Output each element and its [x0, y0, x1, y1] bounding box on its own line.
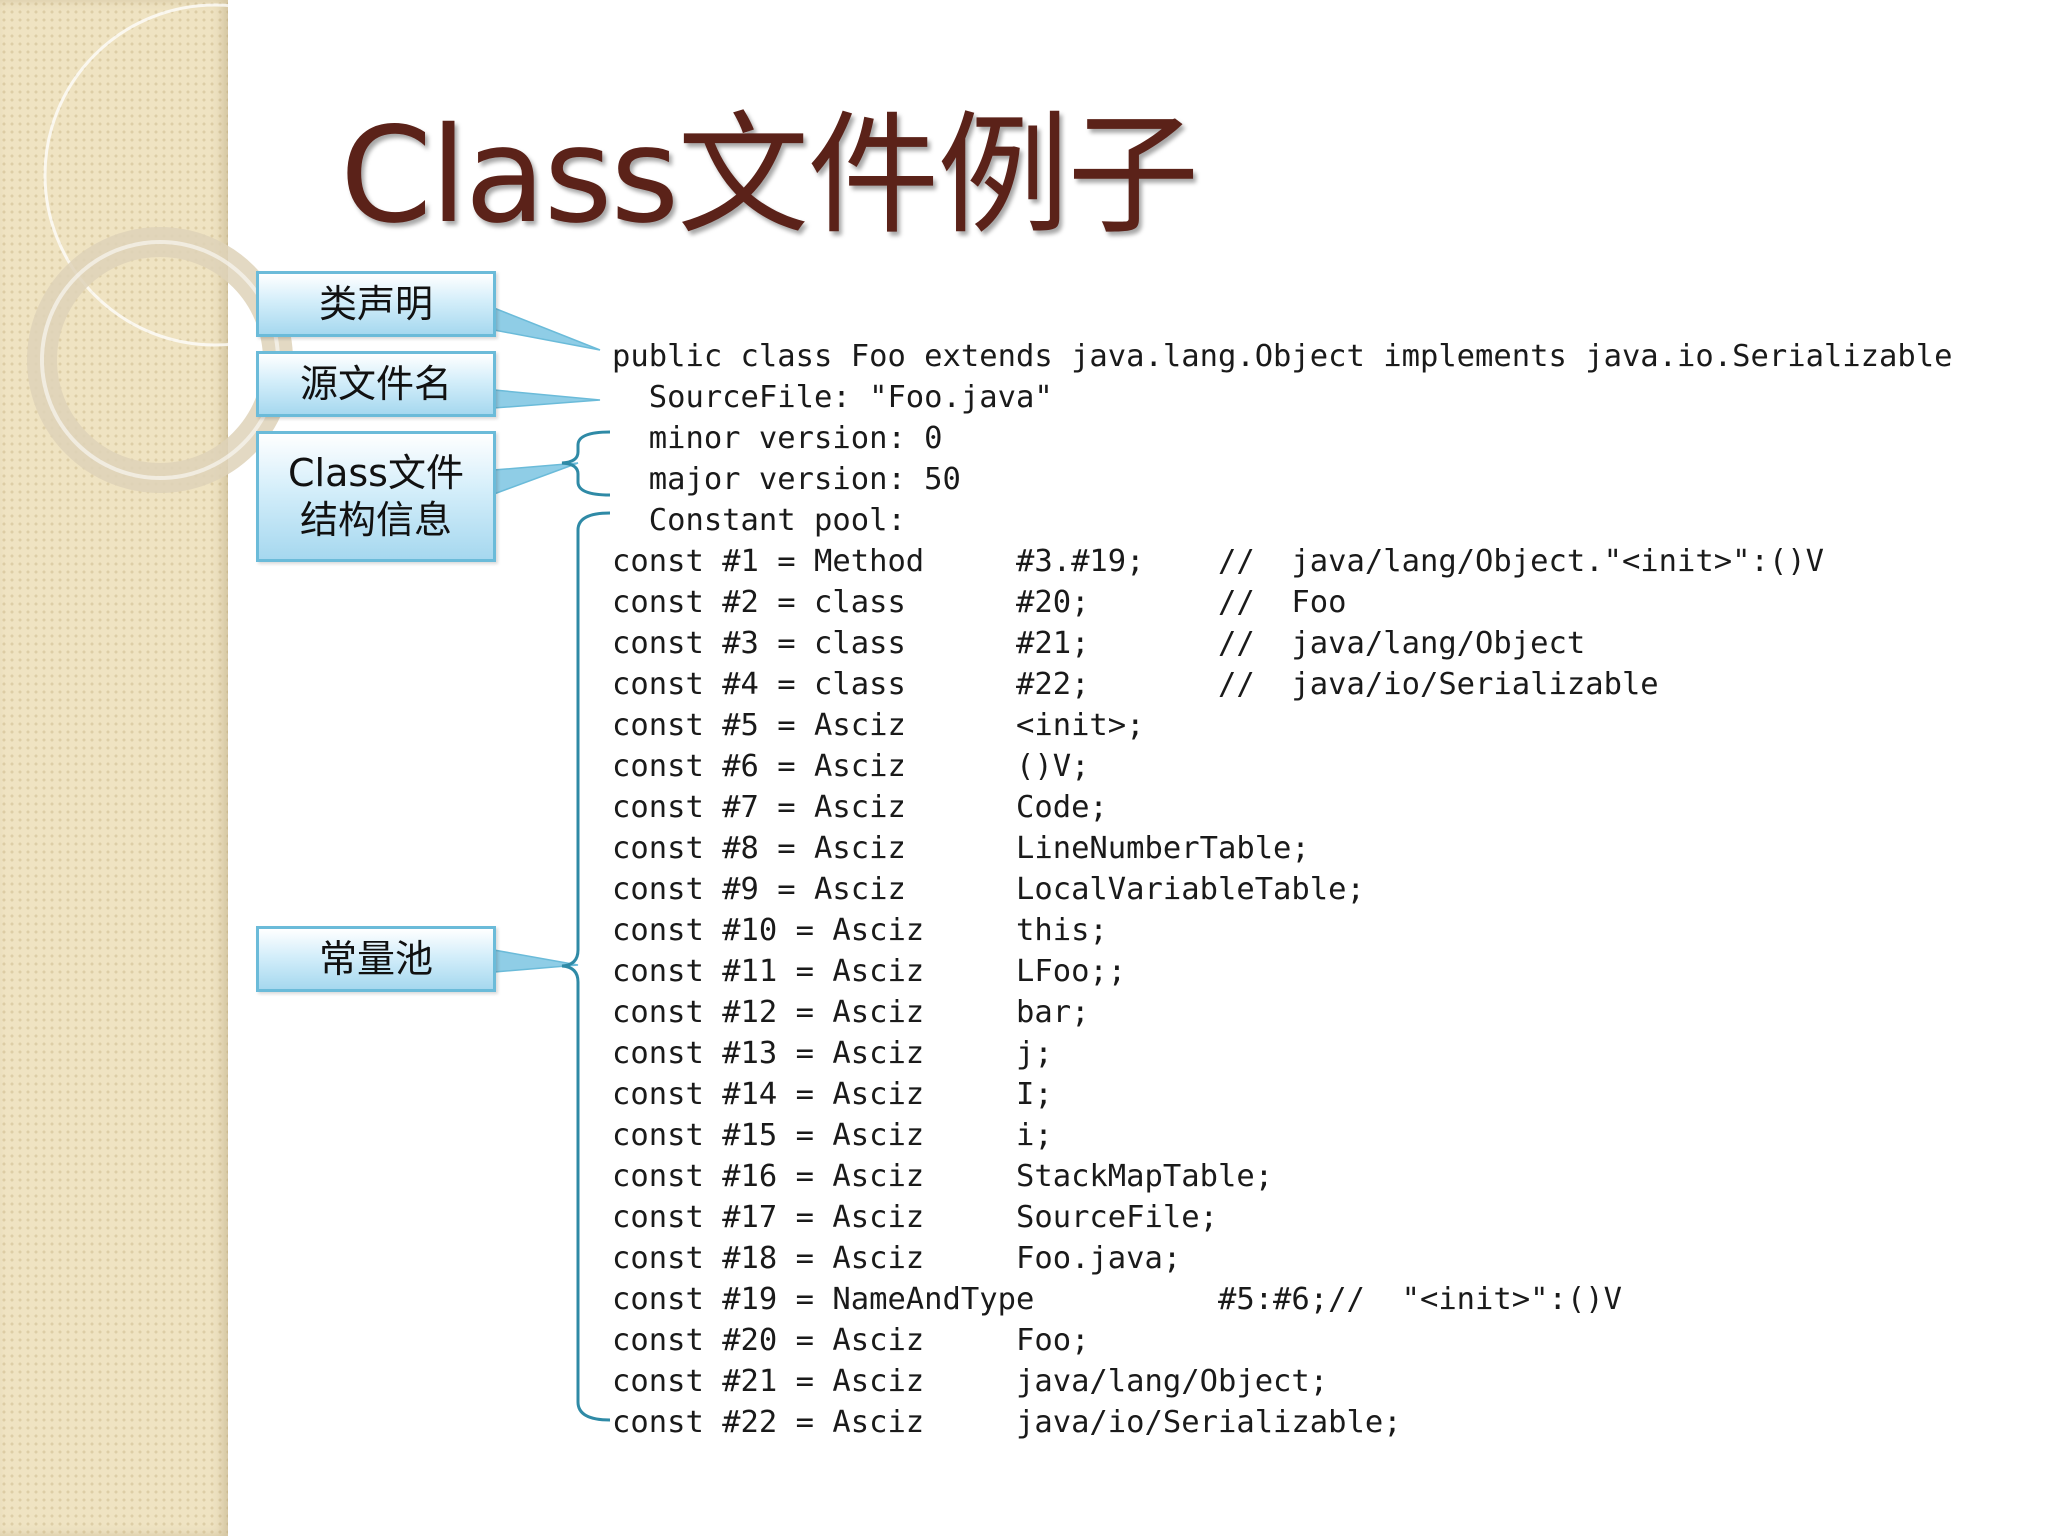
bracket-constant-pool — [561, 511, 611, 1422]
code-line: const #21 = Asciz java/lang/Object; — [612, 1364, 1329, 1399]
code-line: const #20 = Asciz Foo; — [612, 1323, 1090, 1358]
callout-pointer-constant-pool — [493, 949, 579, 973]
code-line: const #7 = Asciz Code; — [612, 790, 1108, 825]
label-constant-pool: 常量池 — [256, 926, 496, 992]
code-line: const #14 = Asciz I; — [612, 1077, 1053, 1112]
code-line: const #3 = class #21; // java/lang/Objec… — [612, 626, 1586, 661]
label-constant-pool-text: 常量池 — [318, 936, 433, 981]
code-line: const #2 = class #20; // Foo — [612, 585, 1347, 620]
code-line: const #9 = Asciz LocalVariableTable; — [612, 872, 1365, 907]
bracket-structure-info — [561, 430, 611, 497]
code-line: const #19 = NameAndType #5:#6;// "<init>… — [612, 1282, 1622, 1317]
code-line: const #22 = Asciz java/io/Serializable; — [612, 1405, 1402, 1440]
code-line: const #17 = Asciz SourceFile; — [612, 1200, 1218, 1235]
code-line: const #13 = Asciz j; — [612, 1036, 1053, 1071]
code-line: const #16 = Asciz StackMapTable; — [612, 1159, 1274, 1194]
code-line: const #8 = Asciz LineNumberTable; — [612, 831, 1310, 866]
label-source-file-name-text: 源文件名 — [299, 361, 452, 406]
code-line: const #6 = Asciz ()V; — [612, 749, 1090, 784]
callout-pointer-class-declaration — [493, 306, 601, 351]
code-line: const #12 = Asciz bar; — [612, 995, 1090, 1030]
callout-pointer-source-file — [493, 389, 601, 409]
code-line: SourceFile: "Foo.java" — [612, 380, 1053, 415]
code-line: const #4 = class #22; // java/io/Seriali… — [612, 667, 1659, 702]
code-line: minor version: 0 — [612, 421, 943, 456]
label-class-declaration-text: 类声明 — [318, 281, 433, 326]
code-line: const #18 = Asciz Foo.java; — [612, 1241, 1182, 1276]
slide-title: Class文件例子 — [340, 99, 1199, 253]
label-class-declaration: 类声明 — [256, 271, 496, 337]
label-structure-info-line2: 结构信息 — [299, 497, 452, 542]
label-source-file-name: 源文件名 — [256, 351, 496, 417]
code-line: const #5 = Asciz <init>; — [612, 708, 1145, 743]
label-structure-info-line1: Class文件 — [288, 451, 464, 496]
code-line: const #11 = Asciz LFoo;; — [612, 954, 1127, 989]
code-line: major version: 50 — [612, 462, 961, 497]
code-line: public class Foo extends java.lang.Objec… — [612, 339, 1953, 374]
code-line: const #1 = Method #3.#19; // java/lang/O… — [612, 544, 1824, 579]
javap-output-listing: public class Foo extends java.lang.Objec… — [612, 336, 1952, 1443]
callout-pointer-structure-info — [493, 462, 579, 496]
code-line: const #10 = Asciz this; — [612, 913, 1108, 948]
label-structure-info: Class文件 结构信息 — [256, 431, 496, 562]
code-line: Constant pool: — [612, 503, 906, 538]
code-line: const #15 = Asciz i; — [612, 1118, 1053, 1153]
